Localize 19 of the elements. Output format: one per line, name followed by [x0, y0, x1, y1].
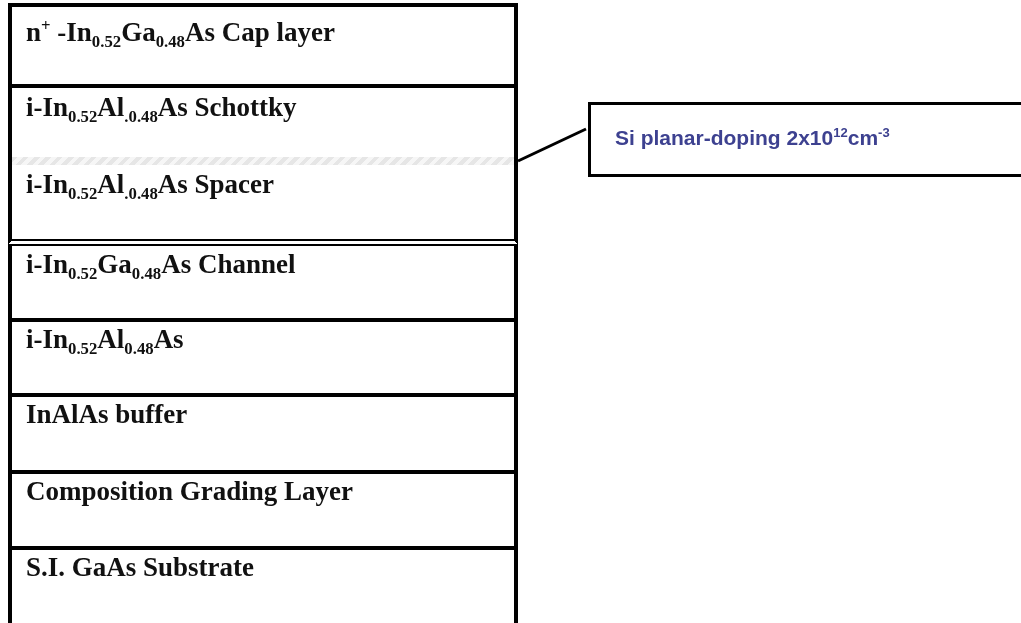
layer-box: [8, 3, 518, 88]
layer-box: [8, 548, 518, 623]
layer-label: i-In$_{0.52}$Al$_{.0.48}$As Spacer: [26, 168, 275, 206]
layer-box: [8, 245, 518, 322]
leader-line: [517, 127, 587, 163]
layer-label: i-In$_{0.52}$Al$_{0.48}$As: [26, 323, 184, 361]
layer-label: S.I. GaAs Substrate: [26, 551, 255, 584]
layer-label: Composition Grading Layer: [26, 475, 354, 508]
layer-label: i-In$_{0.52}$Al$_{.0.48}$As Schottky: [26, 91, 297, 129]
layer-box: [8, 165, 518, 246]
callout-box: [588, 102, 1021, 177]
layer-box: [8, 395, 518, 474]
layer-box: [8, 472, 518, 550]
callout-label: Si planar-doping 2x10$^{12}$cm$^{-3}$: [615, 125, 890, 150]
layer-label: n$^{+}$ -In$_{0.52}$Ga$_{0.48}$As Cap layer: [26, 15, 335, 54]
layer-box: [8, 320, 518, 397]
doping-layer-band: [8, 157, 518, 165]
layer-label: i-In$_{0.52}$Ga$_{0.48}$As Channel: [26, 248, 296, 286]
layer-label: InAlAs buffer: [26, 398, 188, 431]
